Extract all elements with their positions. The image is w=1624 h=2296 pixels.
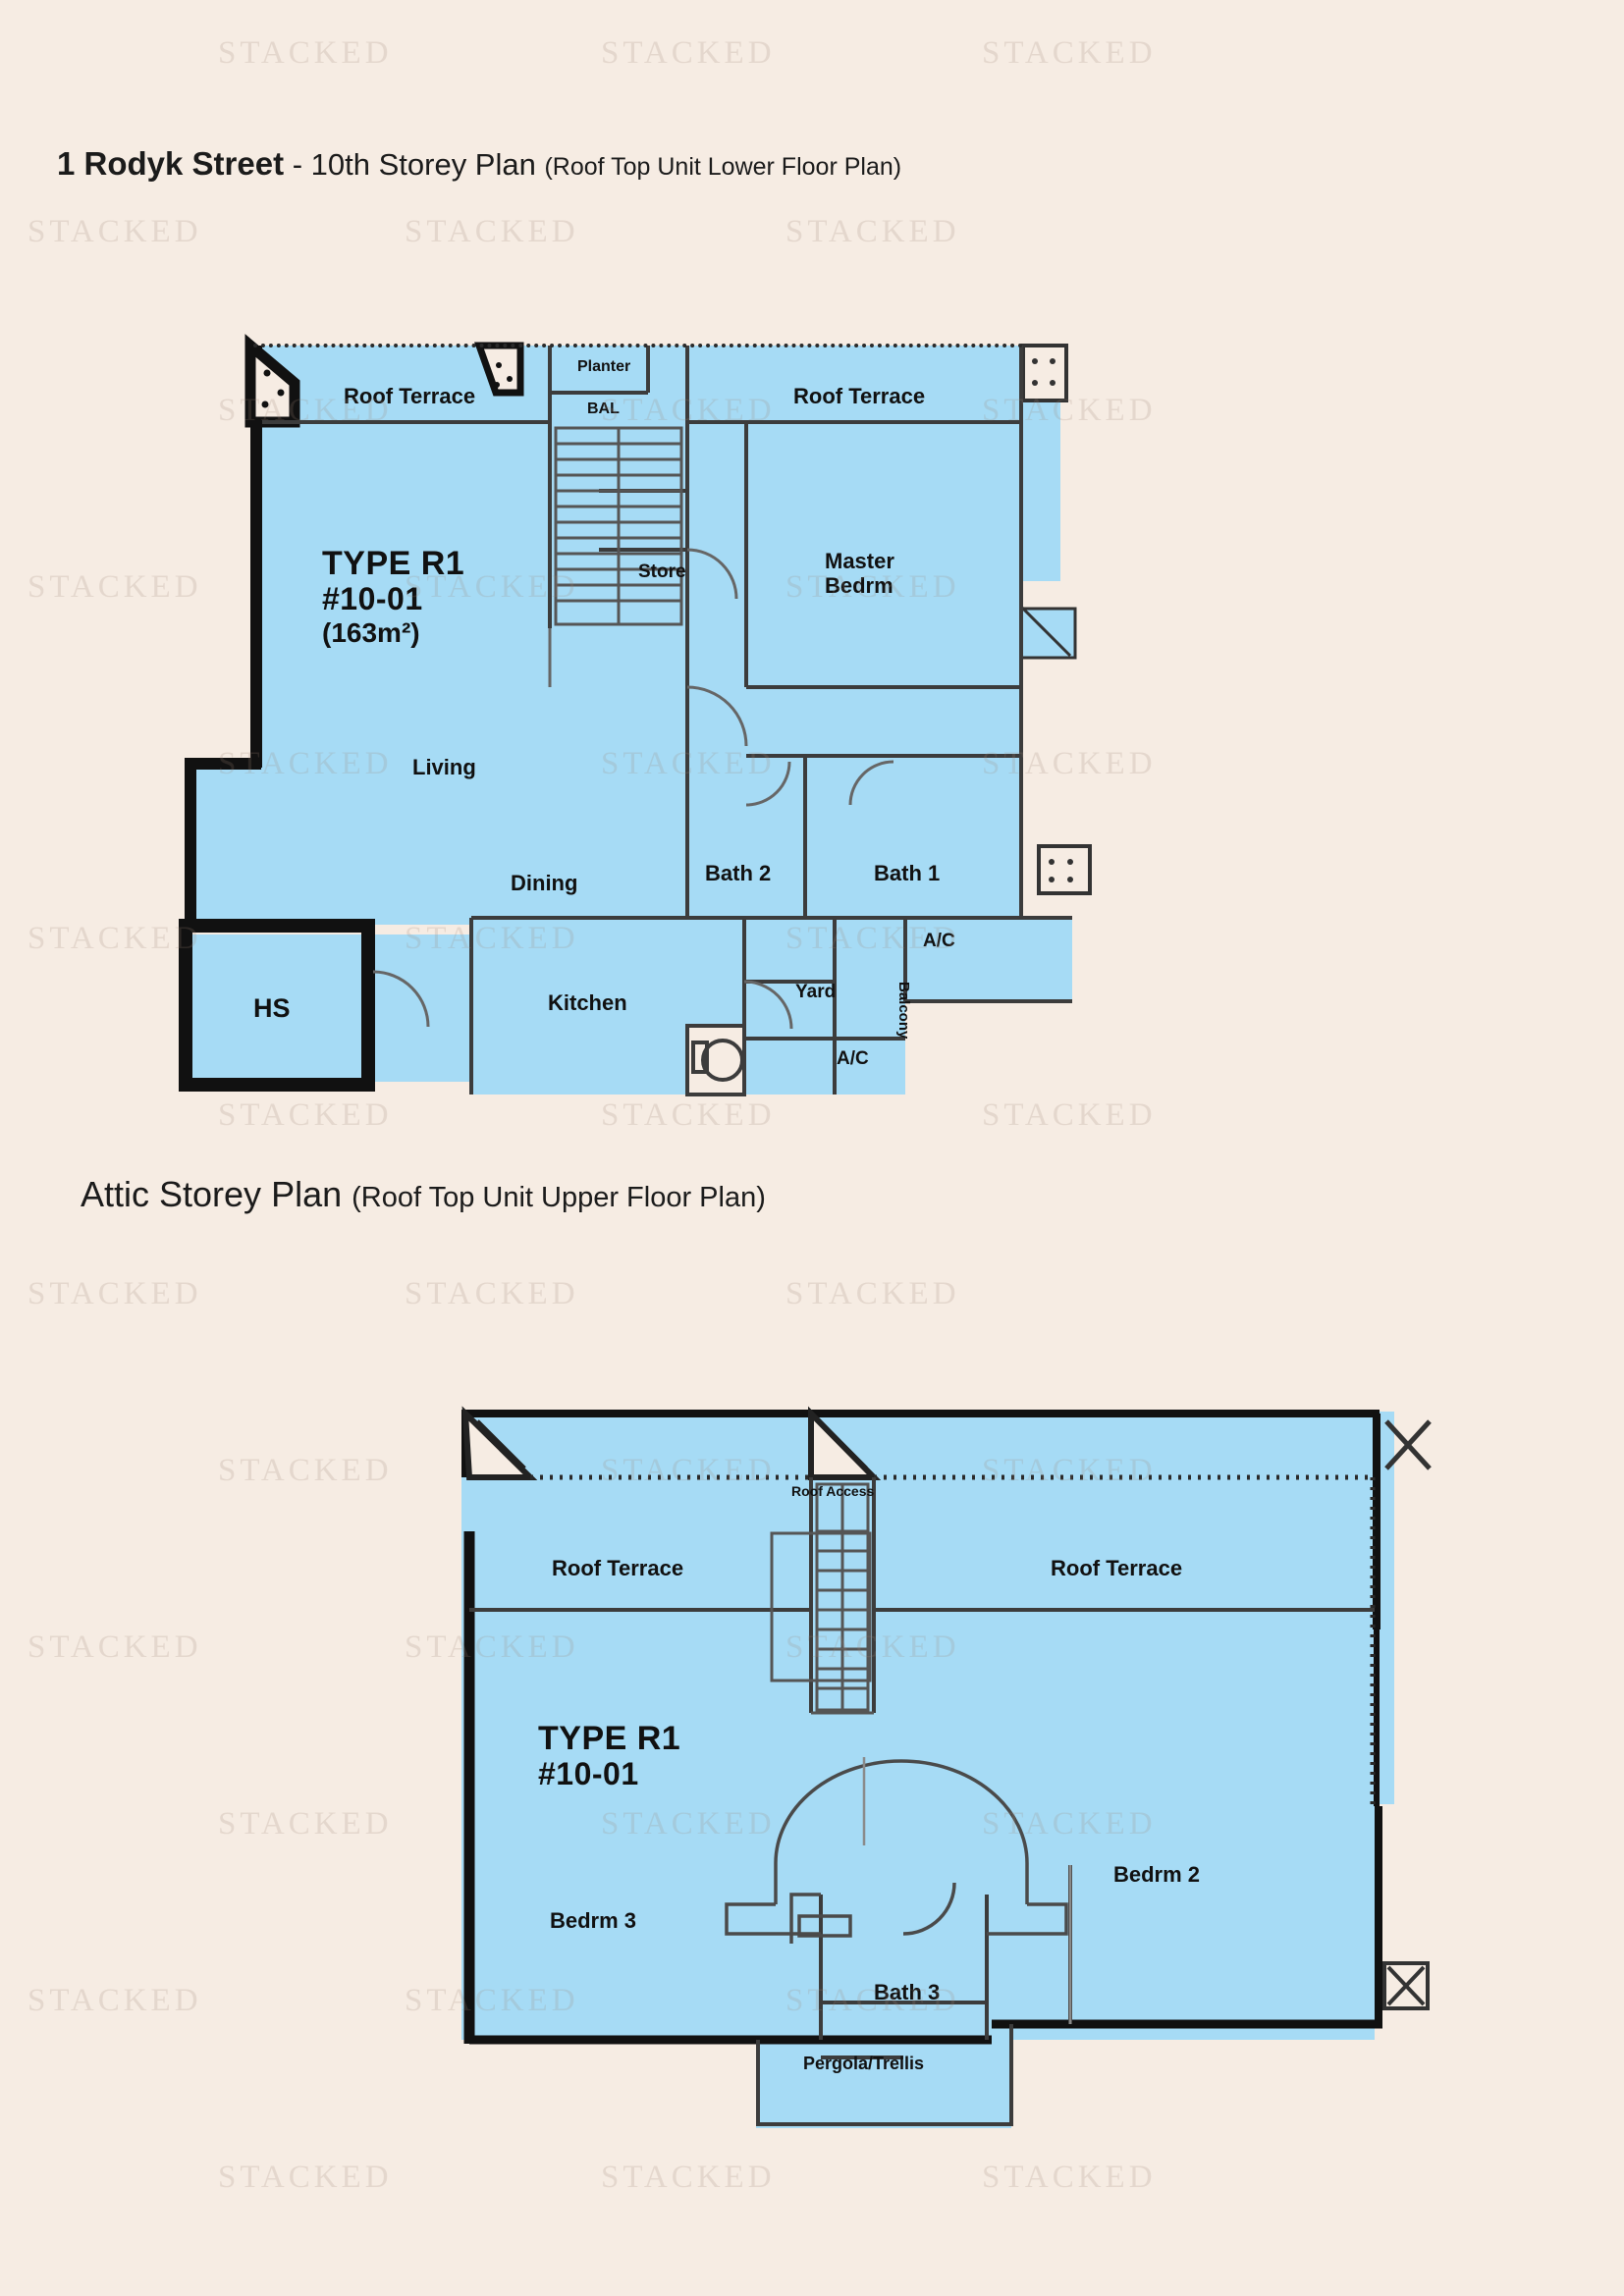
unit-number-label: #10-01 [322,581,423,617]
unit-type-label: TYPE R1 [322,545,465,582]
attic-room-label-bedroom-2: Bedrm 2 [1113,1862,1201,1887]
unit-identity-lower-plan: TYPE R1 #10-01 (163m²) [322,545,464,648]
room-label-master-line2: Bedrm [825,572,893,598]
unit-area-label: (163m²) [322,616,420,648]
room-label-hs: HS [253,993,291,1023]
wall-outer-left-lower [185,758,196,925]
wall-hs-bottom [179,1078,375,1092]
page-title-lower-plan: 1 Rodyk Street - 10th Storey Plan (Roof … [57,145,901,183]
page-title-attic-plan: Attic Storey Plan (Roof Top Unit Upper F… [81,1174,766,1215]
attic-unit-number-label: #10-01 [538,1756,639,1792]
attic-room-label-bedroom-3: Bedrm 3 [550,1908,637,1933]
wall-hs-right [361,919,375,1092]
attic-room-label-roof-terrace-right: Roof Terrace [1051,1556,1183,1580]
room-label-master-bedroom: Master Bedrm [825,549,894,598]
room-label-bath-2: Bath 2 [705,861,772,885]
room-label-ac-upper: A/C [923,931,955,951]
room-label-ac-lower: A/C [837,1048,869,1069]
page-title-storey: 10th Storey Plan [310,147,545,182]
room-label-roof-terrace-right: Roof Terrace [793,384,926,408]
unit-identity-attic-plan: TYPE R1 #10-01 [538,1720,680,1792]
page-title-address: 1 Rodyk Street [57,145,285,182]
room-label-living: Living [412,755,476,779]
wall-outer-left-upper [250,346,262,768]
wall-hs-left [179,919,192,1092]
page-title-dash: - [284,147,311,182]
page-title-qualifier: (Roof Top Unit Lower Floor Plan) [544,153,902,181]
vent-symbol-bottom-right [1382,1961,1430,2010]
attic-room-label-parapet-wall: Pergola/Trellis [803,2054,925,2073]
fill-ac-upper [905,918,1072,1001]
attic-unit-type-label: TYPE R1 [538,1720,681,1757]
attic-title-storey: Attic Storey Plan [81,1174,352,1214]
room-label-roof-terrace-left: Roof Terrace [344,384,476,408]
room-label-yard: Yard [795,982,837,1002]
fill-attic-upper-right [1276,1412,1394,1804]
room-label-balcony: BAL [587,400,620,417]
wall-outer-left-step [185,758,261,770]
fill-living-strip [187,758,481,925]
attic-room-label-bath-3: Bath 3 [874,1980,941,2004]
fill-hs-room [187,934,373,1080]
attic-room-label-stair-access: Roof Access [791,1483,875,1499]
attic-room-label-roof-terrace-left: Roof Terrace [552,1556,684,1580]
room-label-bath-1: Bath 1 [874,861,941,885]
room-label-dining: Dining [511,871,578,895]
room-label-planter: Planter [577,358,631,375]
fill-attic-bottom-stub [756,2032,1011,2128]
room-label-store: Store [638,561,686,582]
wall-hs-top [179,919,375,933]
room-label-master-line1: Master [825,549,894,573]
parapet-hatch-top [253,344,1023,347]
room-label-kitchen: Kitchen [548,990,627,1015]
attic-title-qualifier: (Roof Top Unit Upper Floor Plan) [352,1182,766,1213]
